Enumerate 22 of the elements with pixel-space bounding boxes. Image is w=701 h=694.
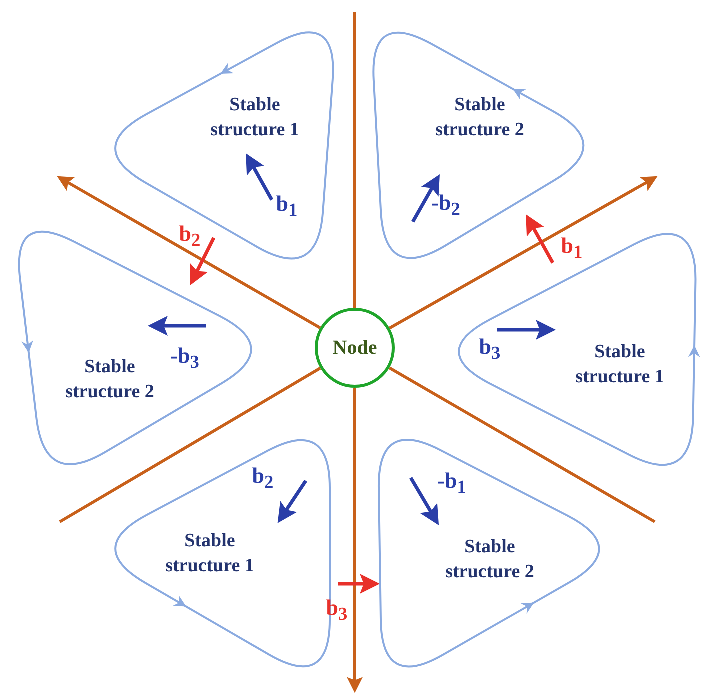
region-label: Stable structure 2	[64, 355, 156, 404]
region-label: Stable structure 2	[444, 535, 536, 584]
burgers-vector-label: -b$_{2}$	[432, 190, 460, 220]
region-label: Stable structure 2	[434, 93, 526, 142]
dislocation-line	[57, 176, 322, 330]
dislocation-line	[59, 367, 322, 524]
burgers-vector-label: b$_{1}$	[561, 232, 583, 264]
dislocation-line	[347, 388, 363, 694]
burgers-vector-label: -b$_{1}$	[438, 468, 466, 498]
burgers-vector-label: b$_{3}$	[479, 334, 501, 364]
dislocation-line	[354, 12, 356, 308]
region-label: Stable structure 1	[210, 93, 300, 142]
region-label: Stable structure 1	[164, 529, 256, 578]
node-label: Node	[332, 336, 378, 360]
burgers-vector-label: -b$_{3}$	[170, 342, 200, 374]
burgers-vector-label: b$_{3}$	[326, 594, 348, 626]
burgers-vector-label: b$_{2}$	[179, 220, 201, 252]
burgers-vector-label: b$_{1}$	[276, 190, 298, 222]
dislocation-line	[389, 176, 658, 330]
dislocation-line	[388, 366, 656, 524]
region-label: Stable structure 1	[574, 340, 666, 389]
burgers-vector-label: b$_{2}$	[252, 462, 274, 494]
